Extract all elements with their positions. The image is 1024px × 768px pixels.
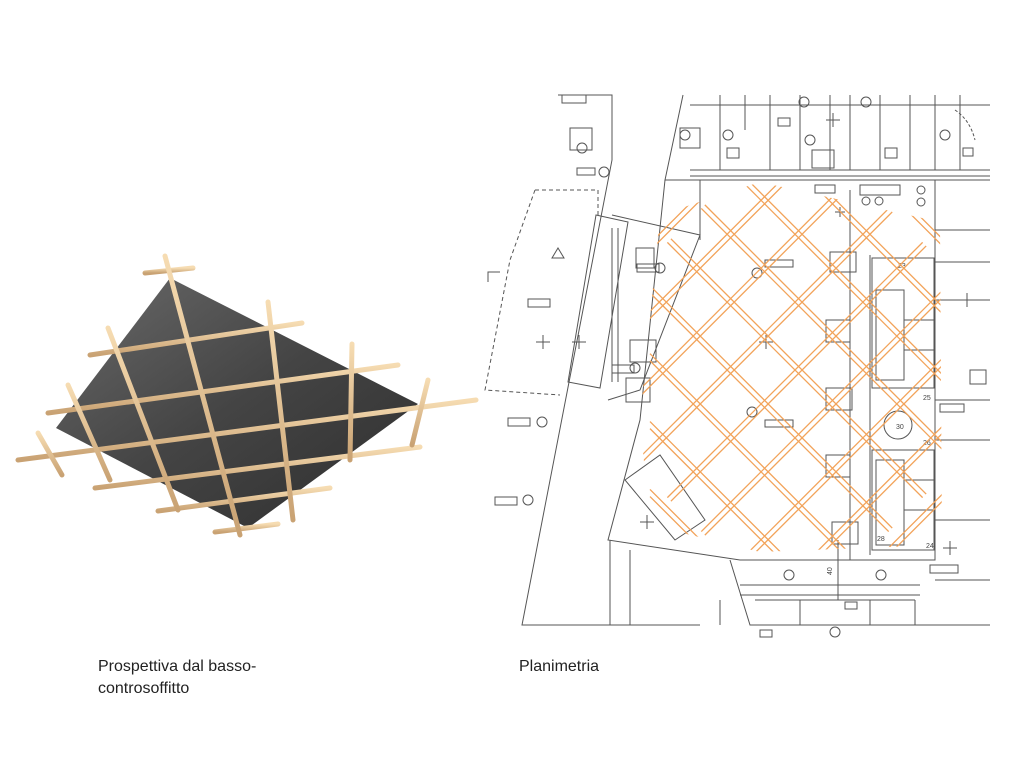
ceiling-grid-line xyxy=(738,313,942,552)
ceiling-grid-line xyxy=(666,241,924,499)
ceiling-grid-line xyxy=(640,182,791,366)
ceiling-grid-line xyxy=(649,488,791,552)
perspective-caption: Prospettiva dal basso- controsoffitto xyxy=(98,656,338,700)
ceiling-grid-line xyxy=(802,377,942,552)
ceiling-grid-line xyxy=(700,207,942,465)
ceiling-grid-line xyxy=(768,343,942,552)
ceiling-grid-line xyxy=(670,238,927,495)
ceiling-grid-line xyxy=(738,182,942,427)
room-label-30: 30 xyxy=(896,424,904,431)
ceiling-panel xyxy=(56,278,418,528)
plan-caption: Planimetria xyxy=(519,658,600,675)
ceiling-grid-line xyxy=(649,360,856,552)
room-label-24: 24 xyxy=(926,543,934,550)
perspective-caption-line2: controsoffitto xyxy=(98,680,190,697)
slats-vertical xyxy=(35,253,431,538)
ceiling-grid-line xyxy=(772,347,942,552)
ceiling-grid-line xyxy=(649,496,788,552)
ceiling-grid-line xyxy=(649,292,890,533)
ceiling-grid-line xyxy=(649,353,859,552)
room-label-28: 28 xyxy=(877,536,885,543)
ceiling-grid-line xyxy=(649,285,893,529)
ceiling-grid-line xyxy=(649,421,825,552)
ceiling-grid-line xyxy=(734,309,942,552)
room-label-26: 26 xyxy=(923,440,931,447)
ceiling-grid-line xyxy=(670,245,927,502)
ceiling-grid-line xyxy=(649,428,822,552)
ceiling-grid-line xyxy=(802,182,942,363)
ceiling-grid-line xyxy=(734,182,942,431)
ceiling-grid-line xyxy=(704,204,942,461)
ceiling-grid-line xyxy=(806,381,942,552)
room-label-25: 25 xyxy=(923,395,931,402)
ceiling-grid-overlay xyxy=(640,182,942,552)
ceiling-grid-line xyxy=(700,275,942,533)
ceiling-grid-line xyxy=(772,182,942,393)
perspective-caption-line1: Prospettiva dal basso- xyxy=(98,658,257,675)
dim-label-40: 40 xyxy=(827,567,834,575)
ceiling-grid-line xyxy=(704,279,942,536)
ceiling-grid-line xyxy=(806,182,942,359)
ceiling-grid-line xyxy=(640,182,788,363)
